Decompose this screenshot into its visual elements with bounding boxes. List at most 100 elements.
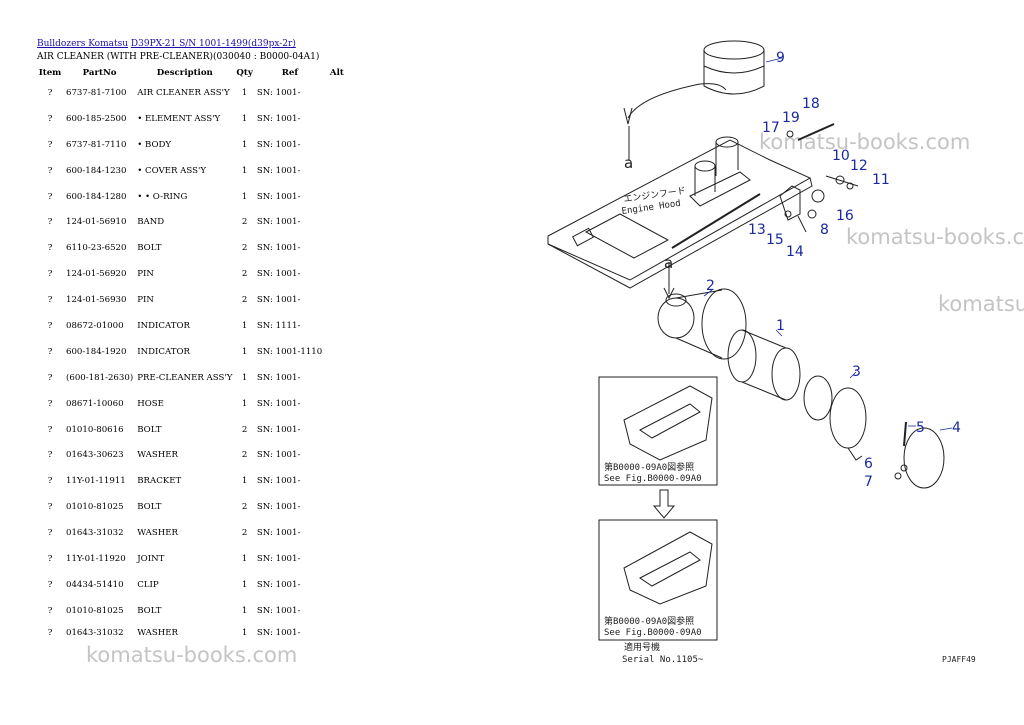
bolt-10 xyxy=(825,175,859,187)
row-item: ? xyxy=(47,191,53,202)
watermark: komatsu-books.com xyxy=(759,130,971,154)
leader-4 xyxy=(939,427,953,431)
row-partno: (600-181-2630) xyxy=(66,372,134,383)
row-item: ? xyxy=(47,450,53,461)
row-ref: SN: 1001- xyxy=(256,553,301,564)
row-qty: 1 xyxy=(241,320,248,331)
row-partno: 11Y-01-11911 xyxy=(66,476,126,487)
row-partno: 01643-31032 xyxy=(66,627,124,638)
element-1-outline xyxy=(741,329,787,401)
row-alt xyxy=(325,598,349,624)
callout-14: 14 xyxy=(786,244,804,260)
leader-2 xyxy=(703,289,713,297)
row-ref: SN: 1001- xyxy=(256,627,301,638)
cover-3 xyxy=(829,387,867,449)
row-item: ? xyxy=(47,243,53,254)
row-description: BAND xyxy=(137,217,165,228)
row-qty: 1 xyxy=(241,579,248,590)
row-alt xyxy=(325,80,349,106)
row-description: • ELEMENT ASS'Y xyxy=(137,113,221,124)
row-partno: 11Y-01-11920 xyxy=(66,553,126,564)
row-qty: 2 xyxy=(241,295,248,306)
row-alt xyxy=(325,365,349,391)
row-item: ? xyxy=(47,553,53,564)
row-item: ? xyxy=(47,476,53,487)
ref-box-2-en: See Fig.B0000-09A0 xyxy=(604,628,702,638)
callout-16: 16 xyxy=(836,208,854,224)
clip-8 xyxy=(807,209,817,219)
stack2-body xyxy=(694,166,716,196)
callout-1: 1 xyxy=(776,318,785,334)
row-item: ? xyxy=(47,627,53,638)
row-item: ? xyxy=(47,605,53,616)
row-alt xyxy=(325,391,349,417)
pin-7 xyxy=(894,472,902,480)
o-ring xyxy=(803,375,833,421)
callout-12: 12 xyxy=(850,158,868,174)
callout-15: 15 xyxy=(766,232,784,248)
leader-9 xyxy=(765,57,783,63)
row-ref: SN: 1001- xyxy=(256,165,301,176)
row-item: ? xyxy=(47,346,53,357)
header-description: Description xyxy=(156,68,213,78)
row-alt xyxy=(325,494,349,520)
band-4 xyxy=(903,427,945,489)
row-ref: SN: 1001- xyxy=(256,217,301,228)
washer-12 xyxy=(835,175,845,185)
row-alt xyxy=(325,313,349,339)
callout-13: 13 xyxy=(748,222,766,238)
row-partno: 600-184-1280 xyxy=(66,191,127,202)
row-partno: 124-01-56930 xyxy=(66,295,127,306)
row-description: BOLT xyxy=(137,502,162,513)
row-alt xyxy=(325,520,349,546)
row-qty: 1 xyxy=(241,398,248,409)
row-ref: SN: 1001- xyxy=(256,398,301,409)
row-ref: SN: 1001- xyxy=(256,295,301,306)
row-partno: 01643-30623 xyxy=(66,450,124,461)
row-alt xyxy=(325,546,349,572)
row-description: BOLT xyxy=(137,243,162,254)
row-qty: 1 xyxy=(241,605,248,616)
pin-6 xyxy=(900,464,908,472)
leader-3 xyxy=(849,371,857,379)
row-item: ? xyxy=(47,502,53,513)
ref-box-1-plate xyxy=(639,403,701,439)
view-label-a: a xyxy=(624,154,633,172)
breadcrumb-link-category[interactable]: Bulldozers Komatsu xyxy=(37,39,129,49)
header-partno: PartNo xyxy=(82,68,117,78)
callout-6: 6 xyxy=(864,456,873,472)
row-ref: SN: 1001- xyxy=(256,113,301,124)
ref-box-1 xyxy=(598,376,718,486)
row-qty: 2 xyxy=(241,217,248,228)
leader-1 xyxy=(775,329,783,337)
row-item: ? xyxy=(47,579,53,590)
row-description: JOINT xyxy=(137,553,165,564)
row-qty: 2 xyxy=(241,269,248,280)
callout-11: 11 xyxy=(872,172,890,188)
callout-9: 9 xyxy=(776,50,785,66)
row-partno: 6110-23-6520 xyxy=(66,243,127,254)
row-partno: 04434-51410 xyxy=(66,579,124,590)
row-partno: 600-185-2500 xyxy=(66,113,127,124)
row-partno: 124-01-56920 xyxy=(66,269,127,280)
breadcrumb-link-model[interactable]: D39PX-21 S/N 1001-1499(d39px-2r) xyxy=(130,39,296,49)
down-arrow xyxy=(652,489,676,519)
row-item: ? xyxy=(47,165,53,176)
header-alt: Alt xyxy=(329,68,344,78)
bracket-shape xyxy=(779,185,801,221)
ref-box-2-bracket xyxy=(623,531,713,605)
row-ref: SN: 1001- xyxy=(256,191,301,202)
bolt-14 xyxy=(797,215,807,233)
callout-2: 2 xyxy=(706,278,715,294)
